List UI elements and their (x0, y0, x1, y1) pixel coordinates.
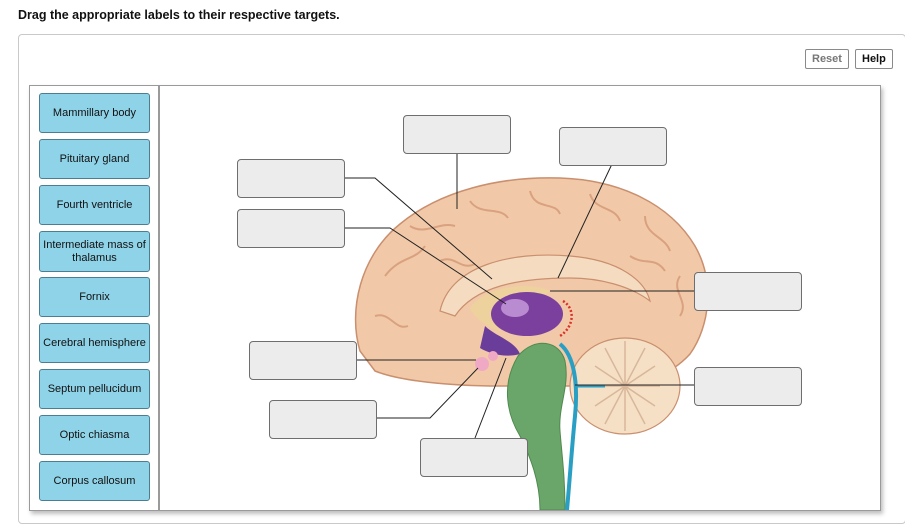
drag-drop-panel: Mammillary body Pituitary gland Fourth v… (29, 85, 881, 511)
leader-lines (345, 154, 694, 439)
label-fourth-ventricle[interactable]: Fourth ventricle (39, 185, 150, 225)
drop-target-2[interactable] (559, 127, 667, 166)
label-cerebral-hemisphere[interactable]: Cerebral hemisphere (39, 323, 150, 363)
label-septum-pellucidum[interactable]: Septum pellucidum (39, 369, 150, 409)
instruction-text: Drag the appropriate labels to their res… (18, 8, 340, 22)
brain-sagittal-illustration (354, 177, 709, 510)
drop-target-5[interactable] (694, 272, 802, 311)
label-fornix[interactable]: Fornix (39, 277, 150, 317)
drop-target-4[interactable] (237, 209, 345, 248)
drop-target-9[interactable] (420, 438, 528, 477)
label-intermediate-mass[interactable]: Intermediate mass of thalamus (39, 231, 150, 272)
help-button[interactable]: Help (855, 49, 893, 69)
drop-target-6[interactable] (249, 341, 357, 380)
drop-target-1[interactable] (403, 115, 511, 154)
drop-target-8[interactable] (269, 400, 377, 439)
drop-target-3[interactable] (237, 159, 345, 198)
label-pituitary-gland[interactable]: Pituitary gland (39, 139, 150, 179)
label-optic-chiasma[interactable]: Optic chiasma (39, 415, 150, 455)
reset-button[interactable]: Reset (805, 49, 849, 69)
label-corpus-callosum[interactable]: Corpus callosum (39, 461, 150, 501)
label-mammillary-body[interactable]: Mammillary body (39, 93, 150, 133)
drop-target-7[interactable] (694, 367, 802, 406)
label-bank: Mammillary body Pituitary gland Fourth v… (30, 86, 160, 510)
